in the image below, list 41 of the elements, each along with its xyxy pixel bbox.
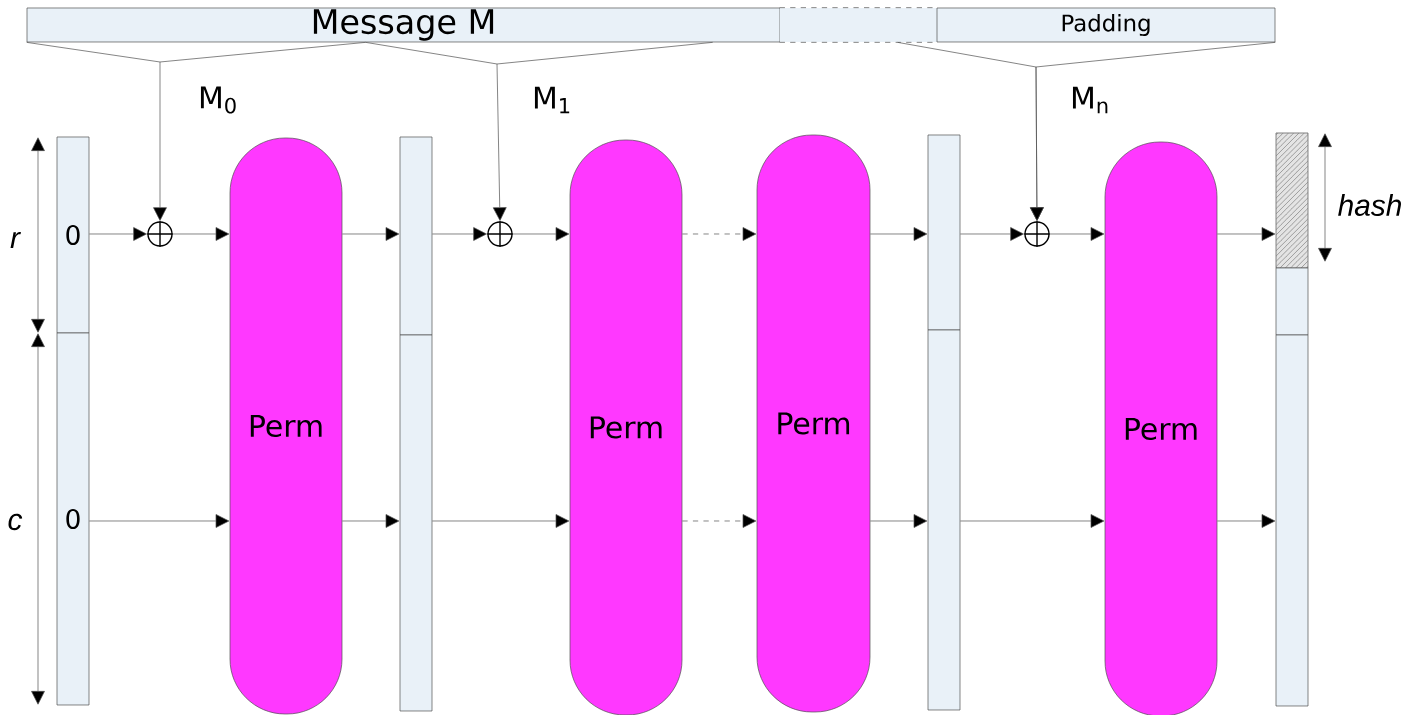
arrow xyxy=(342,227,400,241)
state-cell xyxy=(927,134,961,331)
arrow xyxy=(1217,227,1276,241)
arrow xyxy=(172,227,230,241)
permutation-block: Perm xyxy=(229,137,343,715)
dimension-label: hash xyxy=(1338,194,1401,216)
arrow xyxy=(89,227,147,241)
xor-symbol xyxy=(1023,220,1051,248)
edge-label: M$_{n}$ xyxy=(1068,85,1112,115)
permutation-block: Perm xyxy=(756,134,871,713)
arrow xyxy=(870,514,928,528)
state-cell xyxy=(399,136,433,336)
arrow xyxy=(1217,514,1276,528)
state-cell: 0 xyxy=(56,136,90,334)
state-cell xyxy=(1275,267,1309,336)
arrow xyxy=(682,227,757,241)
arrow xyxy=(432,227,487,241)
arrow xyxy=(342,514,400,528)
arrow xyxy=(432,514,570,528)
state-cell: 0 xyxy=(56,332,90,706)
xor-symbol xyxy=(486,220,514,248)
state-cell xyxy=(399,334,433,712)
dimension-label: r xyxy=(10,231,21,249)
edge-label: M$_{1}$ xyxy=(530,84,574,116)
arrow xyxy=(512,227,570,241)
arrow xyxy=(89,514,230,528)
permutation-block: Perm xyxy=(569,139,683,715)
arrow xyxy=(365,42,713,221)
state-cell xyxy=(927,329,961,711)
arrow xyxy=(682,514,757,528)
arrow xyxy=(26,42,366,221)
xor-symbol xyxy=(146,220,174,248)
arrow xyxy=(960,227,1024,241)
arrow xyxy=(870,227,928,241)
permutation-block: Perm xyxy=(1104,141,1218,715)
arrow xyxy=(960,514,1105,528)
arrow xyxy=(897,42,1044,221)
dimension-label: c xyxy=(8,513,23,531)
arrow xyxy=(1049,227,1105,241)
message-gap xyxy=(779,7,938,43)
edge-label: M$_{0}$ xyxy=(196,84,240,116)
